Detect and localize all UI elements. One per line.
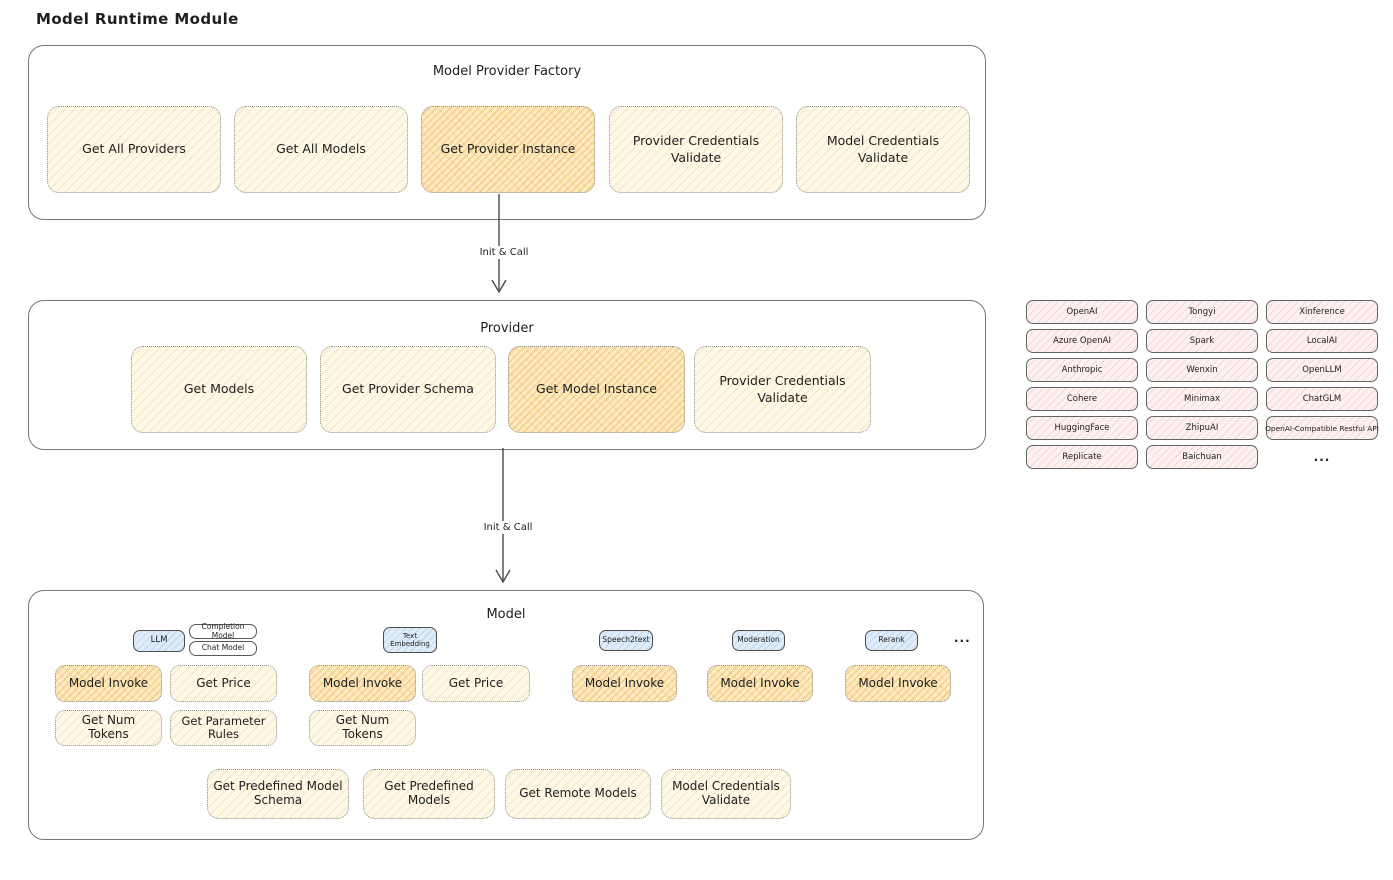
provider-chip-huggingface[interactable]: HuggingFace bbox=[1026, 416, 1138, 440]
embedding-get-num-tokens-button[interactable]: Get Num Tokens bbox=[309, 710, 416, 746]
factory-box[interactable]: Model Provider Factory Get All Providers… bbox=[28, 45, 986, 220]
get-provider-instance-button[interactable]: Get Provider Instance bbox=[421, 106, 595, 193]
init-call-arrow-1 bbox=[491, 194, 507, 294]
get-models-button[interactable]: Get Models bbox=[131, 346, 307, 433]
get-all-providers-button[interactable]: Get All Providers bbox=[47, 106, 221, 193]
model-box[interactable]: Model LLM Completion Model Chat Model Te… bbox=[28, 590, 984, 840]
tag-completion-model[interactable]: Completion Model bbox=[189, 622, 257, 639]
provider-chip-openai-compatible-restful-api[interactable]: OpenAI-Compatible Restful API bbox=[1265, 416, 1379, 440]
llm-get-num-tokens-button[interactable]: Get Num Tokens bbox=[55, 710, 162, 746]
init-call-label-2: Init & Call bbox=[466, 521, 550, 534]
get-predefined-model-schema-button[interactable]: Get Predefined Model Schema bbox=[207, 769, 349, 819]
provider-chip-zhipuai[interactable]: ZhipuAI bbox=[1146, 416, 1258, 440]
provider-credentials-validate-button-2[interactable]: Provider Credentials Validate bbox=[694, 346, 871, 433]
get-remote-models-button[interactable]: Get Remote Models bbox=[505, 769, 651, 819]
provider-chip-localai[interactable]: LocalAI bbox=[1266, 329, 1378, 353]
tag-speech2text[interactable]: Speech2text bbox=[599, 630, 653, 651]
init-call-label-1: Init & Call bbox=[462, 246, 546, 259]
get-model-instance-button[interactable]: Get Model Instance bbox=[508, 346, 685, 433]
tag-moderation[interactable]: Moderation bbox=[732, 630, 785, 651]
provider-chip-anthropic[interactable]: Anthropic bbox=[1026, 358, 1138, 382]
provider-chip-replicate[interactable]: Replicate bbox=[1026, 445, 1138, 469]
tags-more-ellipsis: ... bbox=[954, 631, 971, 645]
provider-chip-xinference[interactable]: Xinference bbox=[1266, 300, 1378, 324]
provider-chip-openai[interactable]: OpenAI bbox=[1026, 300, 1138, 324]
provider-chip-spark[interactable]: Spark bbox=[1146, 329, 1258, 353]
get-provider-schema-button[interactable]: Get Provider Schema bbox=[320, 346, 496, 433]
moderation-model-invoke-button[interactable]: Model Invoke bbox=[707, 665, 813, 702]
model-credentials-validate-button[interactable]: Model Credentials Validate bbox=[796, 106, 970, 193]
provider-list: OpenAI Tongyi Xinference Azure OpenAI Sp… bbox=[1026, 300, 1379, 469]
provider-chip-azure-openai[interactable]: Azure OpenAI bbox=[1026, 329, 1138, 353]
provider-box[interactable]: Provider Get Models Get Provider Schema … bbox=[28, 300, 986, 450]
model-credentials-validate-button-2[interactable]: Model Credentials Validate bbox=[661, 769, 791, 819]
llm-get-parameter-rules-button[interactable]: Get Parameter Rules bbox=[170, 710, 277, 746]
embedding-model-invoke-button[interactable]: Model Invoke bbox=[309, 665, 416, 702]
provider-chip-cohere[interactable]: Cohere bbox=[1026, 387, 1138, 411]
provider-chip-openllm[interactable]: OpenLLM bbox=[1266, 358, 1378, 382]
model-title: Model bbox=[486, 607, 526, 622]
factory-title: Model Provider Factory bbox=[432, 64, 582, 79]
tag-rerank[interactable]: Rerank bbox=[865, 630, 918, 651]
embedding-get-price-button[interactable]: Get Price bbox=[422, 665, 530, 702]
tag-text-embedding[interactable]: Text Embedding bbox=[383, 627, 437, 653]
provider-chip-baichuan[interactable]: Baichuan bbox=[1146, 445, 1258, 469]
provider-title: Provider bbox=[480, 321, 534, 336]
page-title: Model Runtime Module bbox=[36, 10, 239, 28]
provider-chip-chatglm[interactable]: ChatGLM bbox=[1266, 387, 1378, 411]
provider-chip-tongyi[interactable]: Tongyi bbox=[1146, 300, 1258, 324]
provider-chip-minimax[interactable]: Minimax bbox=[1146, 387, 1258, 411]
llm-get-price-button[interactable]: Get Price bbox=[170, 665, 277, 702]
rerank-model-invoke-button[interactable]: Model Invoke bbox=[845, 665, 951, 702]
llm-model-invoke-button[interactable]: Model Invoke bbox=[55, 665, 162, 702]
tag-chat-model[interactable]: Chat Model bbox=[189, 641, 257, 656]
init-call-arrow-2 bbox=[495, 448, 511, 584]
get-predefined-models-button[interactable]: Get Predefined Models bbox=[363, 769, 495, 819]
provider-chip-wenxin[interactable]: Wenxin bbox=[1146, 358, 1258, 382]
tag-llm[interactable]: LLM bbox=[133, 630, 185, 652]
provider-credentials-validate-button[interactable]: Provider Credentials Validate bbox=[609, 106, 783, 193]
speech2text-model-invoke-button[interactable]: Model Invoke bbox=[572, 665, 677, 702]
get-all-models-button[interactable]: Get All Models bbox=[234, 106, 408, 193]
provider-more-ellipsis: ... bbox=[1313, 450, 1331, 464]
